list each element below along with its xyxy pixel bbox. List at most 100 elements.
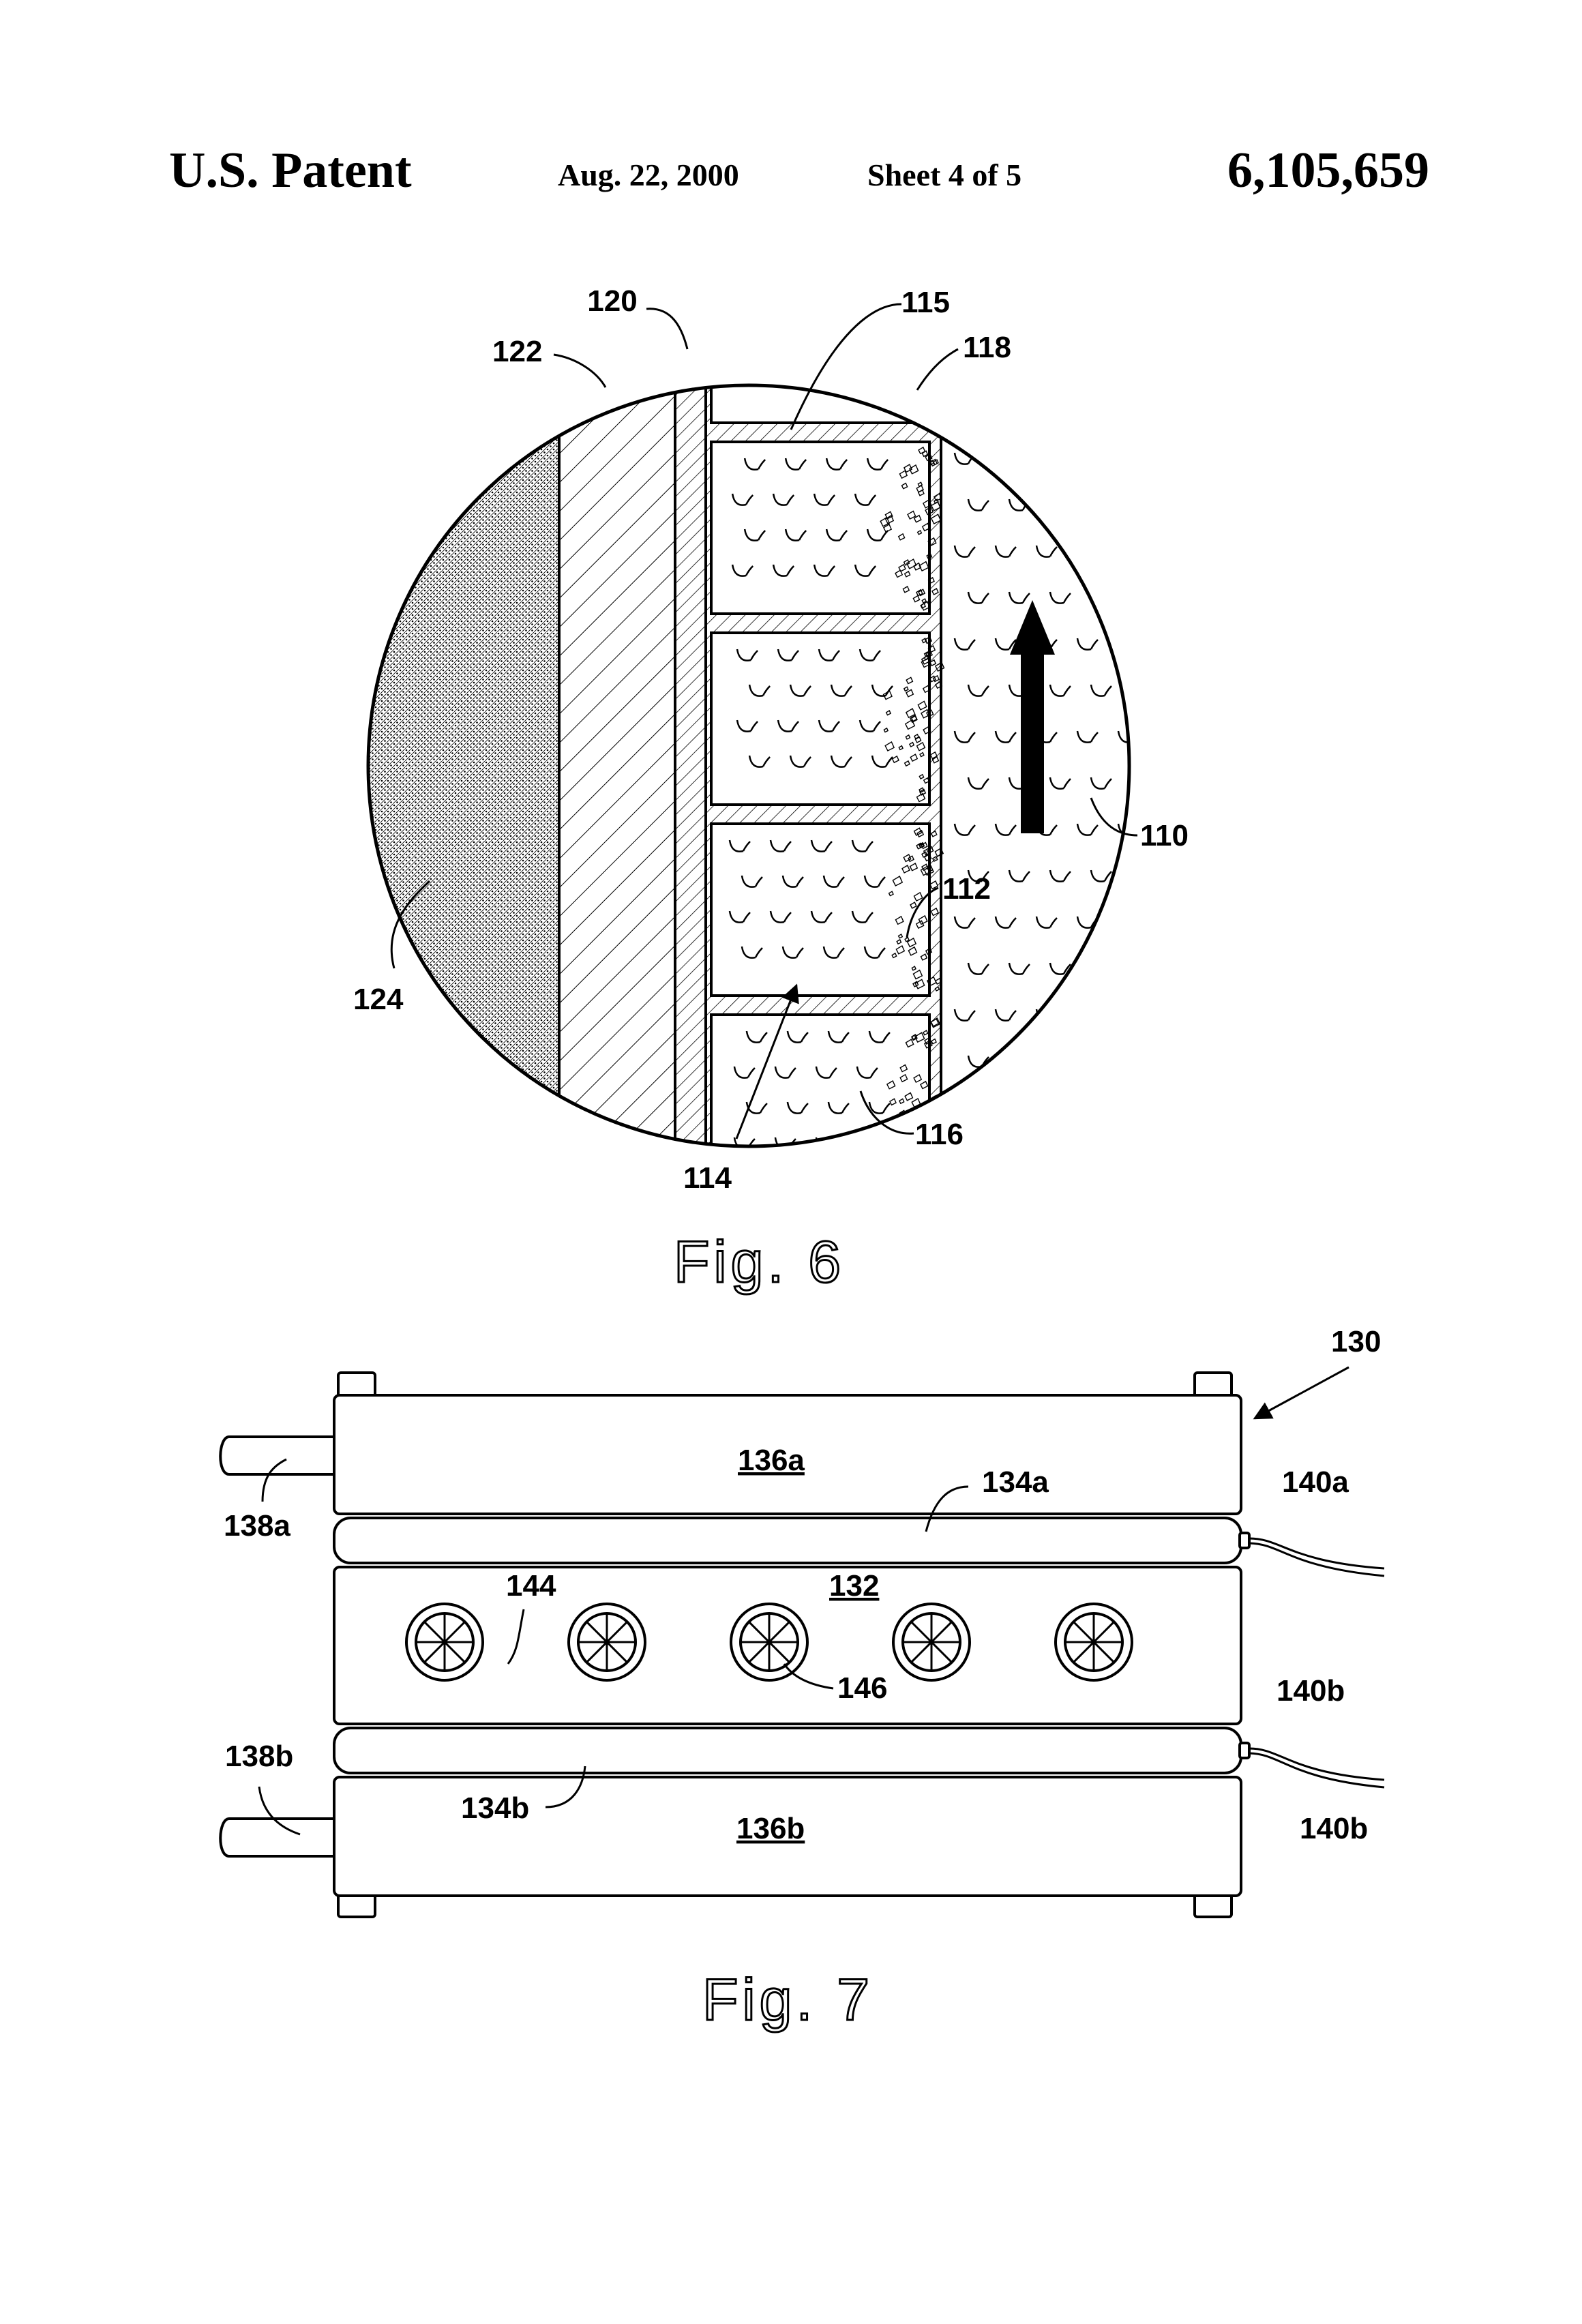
label-110: 110 <box>1140 819 1189 852</box>
crystal <box>907 338 914 345</box>
crystal <box>904 1142 913 1151</box>
flow-arrow-shaft <box>1021 655 1044 833</box>
crystal <box>921 385 925 389</box>
wave-mark <box>1077 731 1098 743</box>
connector-140b <box>1240 1743 1249 1758</box>
label-140b-upper: 140b <box>1277 1674 1345 1708</box>
crystal <box>893 1137 901 1145</box>
wave-mark <box>863 372 883 384</box>
wave-mark <box>996 1009 1016 1021</box>
wave-mark <box>1050 685 1071 696</box>
label-146: 146 <box>837 1671 887 1705</box>
crystal <box>897 348 906 357</box>
label-136b: 136b <box>736 1812 805 1845</box>
crystal <box>929 399 933 403</box>
wave-mark <box>1077 1102 1098 1114</box>
wave-mark <box>1132 777 1152 789</box>
wave-mark <box>996 824 1016 835</box>
crystal <box>923 389 932 398</box>
crystal <box>904 346 909 351</box>
wave-mark <box>1091 499 1111 511</box>
crystal <box>906 331 914 339</box>
wave-mark <box>752 337 773 348</box>
wave-mark <box>996 731 1016 743</box>
wave-mark <box>1118 1102 1139 1114</box>
label-122: 122 <box>492 335 542 368</box>
wave-mark <box>1036 453 1057 464</box>
crystal <box>935 331 942 338</box>
label-144: 144 <box>506 1569 556 1603</box>
label-114: 114 <box>683 1161 732 1195</box>
layer-120-liner <box>675 382 706 1159</box>
wave-mark <box>1036 1102 1057 1114</box>
wave-mark <box>955 1009 975 1021</box>
crystal <box>919 404 924 409</box>
wave-mark <box>955 1102 975 1114</box>
crystal <box>889 384 895 389</box>
crystal <box>931 380 937 386</box>
crystal <box>900 1120 905 1125</box>
fig6-diagram: 120 115 122 118 110 112 124 116 114 Fig.… <box>341 284 1189 1295</box>
wave-mark <box>781 372 801 384</box>
crystal <box>904 369 908 374</box>
crystal <box>905 332 910 338</box>
crystal <box>922 344 930 353</box>
crystal <box>914 346 921 353</box>
crystal <box>929 338 934 342</box>
wave-mark <box>1050 1056 1071 1067</box>
crystal <box>907 328 916 338</box>
crystal <box>926 325 934 332</box>
foot-top-right <box>1195 1373 1232 1397</box>
crystal <box>910 409 919 418</box>
crystal <box>905 391 912 398</box>
wire-140b <box>1249 1748 1384 1787</box>
fluid-cell <box>711 633 929 805</box>
crystal <box>916 374 921 378</box>
crystal <box>919 1109 924 1114</box>
connector-140a <box>1240 1533 1249 1548</box>
wave-mark <box>996 917 1016 928</box>
fluid-cells <box>711 321 929 1187</box>
crystal <box>900 399 905 404</box>
wave-mark <box>955 546 975 557</box>
wave-mark <box>1077 1009 1098 1021</box>
crystal <box>920 360 928 368</box>
fig6-caption: Fig. 6 <box>674 1230 845 1295</box>
wave-mark <box>1091 592 1111 604</box>
wave-mark <box>955 731 975 743</box>
crystal <box>898 1152 904 1158</box>
wave-mark <box>968 592 989 604</box>
label-132: 132 <box>829 1569 879 1603</box>
wave-mark <box>1050 777 1071 789</box>
wave-mark <box>1132 963 1152 974</box>
label-134b: 134b <box>461 1791 529 1825</box>
wave-mark <box>857 1137 878 1149</box>
wave-mark <box>1091 777 1111 789</box>
wave-mark <box>1077 638 1098 650</box>
crystal <box>897 361 905 368</box>
crystal <box>930 1165 935 1170</box>
label-112: 112 <box>942 872 991 906</box>
wave-mark <box>955 638 975 650</box>
crystal <box>927 327 933 333</box>
label-124: 124 <box>353 983 404 1016</box>
layer-124-insulation <box>341 382 559 1159</box>
crystal <box>904 1152 912 1160</box>
foot-top-left <box>338 1373 375 1397</box>
wave-mark <box>1132 870 1152 882</box>
gasket-134a <box>334 1518 1241 1563</box>
wave-mark <box>996 546 1016 557</box>
wave-mark <box>1050 499 1071 511</box>
crystal <box>928 383 933 388</box>
wave-mark <box>955 917 975 928</box>
wave-mark <box>1050 870 1071 882</box>
label-118: 118 <box>963 331 1011 364</box>
wave-mark <box>1118 1009 1139 1021</box>
crystal <box>919 334 925 340</box>
wave-mark <box>1050 592 1071 604</box>
crystal <box>899 1139 906 1146</box>
wave-mark <box>1118 546 1139 557</box>
label-140b-lower: 140b <box>1300 1812 1368 1845</box>
crystal <box>926 405 930 409</box>
label-138a: 138a <box>224 1509 290 1543</box>
